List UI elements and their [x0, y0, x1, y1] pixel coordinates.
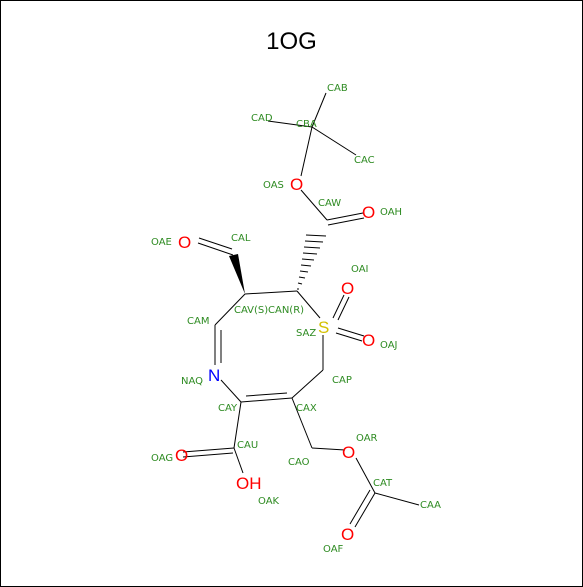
- atom-label: OAI: [351, 264, 369, 275]
- bond-cao-oar: [311, 447, 346, 451]
- atom-label: CAD: [251, 113, 273, 124]
- atom-label: CAY: [218, 403, 238, 414]
- atom-label: CAA: [420, 500, 441, 511]
- atom-o-oah: O: [362, 203, 375, 222]
- bond-cax-cap: [291, 369, 324, 399]
- atom-label: SAZ: [296, 328, 316, 339]
- bond-cba-cac: [311, 126, 357, 156]
- atom-label: CAT: [373, 478, 393, 489]
- hashed-wedge-can-caw: [297, 234, 327, 290]
- atom-label: CAC: [354, 155, 375, 166]
- bond-cax-cao: [291, 397, 313, 449]
- bond-saz-oai-2: [337, 296, 350, 321]
- bond-cau-oag: [182, 447, 235, 453]
- atom-o-oae: O: [178, 233, 191, 252]
- atom-label: CAV(S): [234, 305, 268, 316]
- atom-oh-oak: OH: [236, 474, 262, 493]
- solid-wedge-cav-cal: [229, 254, 245, 294]
- bond-caw-oah-2: [327, 217, 365, 226]
- bond-cal-oae: [197, 242, 234, 256]
- atom-label: OAK: [258, 496, 280, 507]
- bond-cay-cax-2: [245, 392, 288, 397]
- atom-n-naq: N: [208, 366, 220, 385]
- bond-caw-oah: [326, 212, 364, 221]
- bond-cau-oag-2: [182, 452, 234, 458]
- atom-o-oai: O: [341, 279, 354, 298]
- heteroatom-symbols: O O O O S O N O O OH O: [175, 175, 375, 544]
- bond-can-saz: [296, 290, 321, 319]
- bond-naq-cay: [220, 379, 242, 403]
- bond-cay-cax: [240, 397, 293, 403]
- atom-o-oaf: O: [341, 525, 354, 544]
- atom-label: CAM: [187, 316, 209, 327]
- atom-labels: CAB CAD CBA CAC OAS CAW OAH OAE CAL OAI …: [151, 83, 441, 555]
- atom-s-saz: S: [318, 318, 329, 337]
- atom-label: CAL: [231, 233, 251, 244]
- atom-label: OAG: [151, 453, 173, 464]
- bond-cay-cau: [233, 401, 242, 449]
- atom-label: OAJ: [380, 340, 398, 351]
- molecule-title: 1OG: [266, 28, 317, 55]
- atom-label: CAO: [288, 457, 310, 468]
- atom-label: CBA: [296, 119, 317, 130]
- atom-label: CAW: [318, 198, 341, 209]
- bond-cav-cam: [214, 293, 246, 326]
- atom-label: OAS: [263, 180, 284, 191]
- bond-lines: [182, 92, 420, 528]
- bond-cav-can: [244, 290, 298, 295]
- bond-saz-oaj: [337, 327, 365, 337]
- atom-label: CAN(R): [268, 305, 304, 316]
- bond-cat-oaf-2: [349, 489, 371, 525]
- atom-label: CAP: [332, 375, 352, 386]
- bond-cba-cab: [311, 92, 327, 128]
- bond-saz-oaj-2: [335, 332, 363, 342]
- atom-o-oas: O: [290, 175, 303, 194]
- bond-cau-oak: [233, 447, 244, 474]
- atom-label: OAH: [380, 207, 402, 218]
- atom-label: OAE: [151, 237, 172, 248]
- atom-label: CAU: [237, 440, 258, 451]
- atom-o-oar: O: [342, 443, 355, 462]
- atom-label: CAX: [296, 403, 317, 414]
- atom-o-oaj: O: [362, 331, 375, 350]
- bond-oar-cat: [355, 457, 376, 494]
- atom-label: OAF: [323, 544, 344, 555]
- atom-label: NAQ: [181, 376, 203, 387]
- bond-cal-oae-2: [198, 237, 233, 250]
- atom-label: OAR: [356, 433, 378, 444]
- atom-label: CAB: [327, 83, 348, 94]
- bond-saz-oai: [332, 294, 345, 319]
- bond-oas-caw: [300, 189, 328, 221]
- bond-cat-oaf: [354, 492, 376, 528]
- atom-o-oag: O: [175, 446, 188, 465]
- bond-cat-caa: [374, 492, 420, 506]
- bond-cba-oas: [300, 126, 313, 177]
- bond-cba-cad: [267, 120, 313, 128]
